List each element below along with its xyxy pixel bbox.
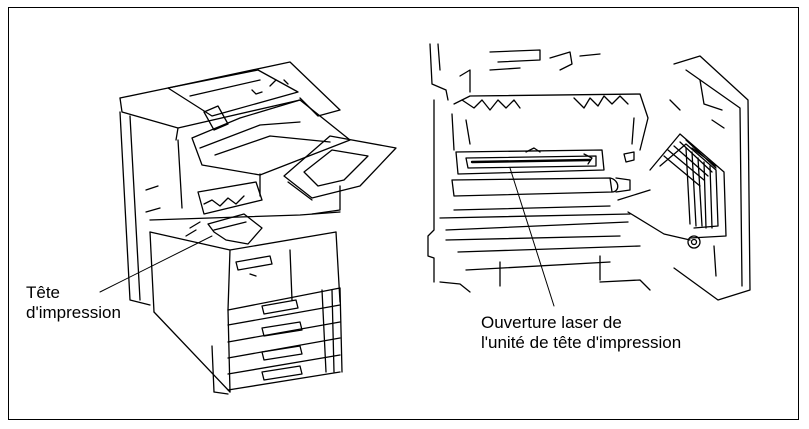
copier-drawing <box>119 61 397 395</box>
label-laser-opening-line2: l'unité de tête d'impression <box>481 333 682 352</box>
leader-laser-opening <box>509 167 555 307</box>
figure-frame <box>8 7 799 420</box>
label-print-head: Tête d'impression <box>26 283 121 323</box>
label-print-head-line1: Tête <box>26 283 61 302</box>
label-print-head-line2: d'impression <box>26 303 121 322</box>
label-laser-opening-line1: Ouverture laser de <box>481 313 622 332</box>
label-laser-opening: Ouverture laser de l'unité de tête d'imp… <box>481 313 681 353</box>
leader-print-head <box>99 235 213 293</box>
laser-unit-drawing <box>427 43 751 301</box>
